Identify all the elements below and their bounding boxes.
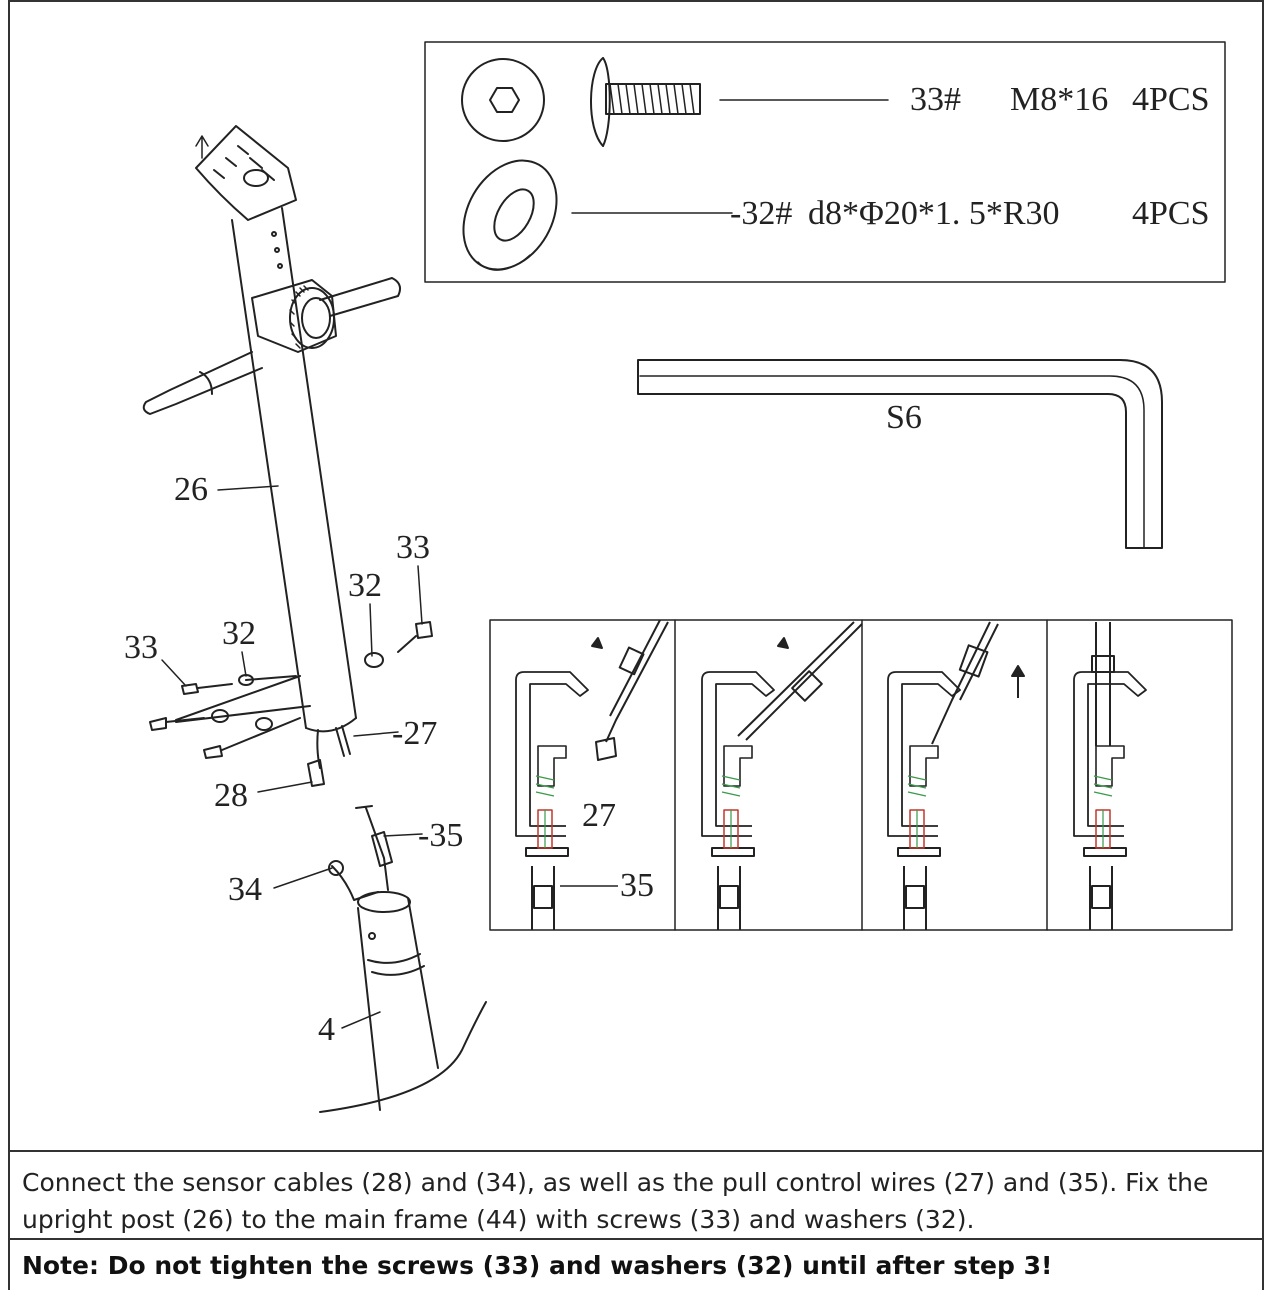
diagram-frame: [8, 0, 1264, 1290]
allen-key-label: S6: [886, 399, 922, 436]
part-32-spec: d8*Φ20*1. 5*R30: [808, 195, 1060, 232]
panel-callout-35: 35: [620, 867, 654, 904]
callout-33-right: 33: [396, 529, 430, 566]
cable-step-panel-2: [701, 621, 863, 930]
part-33-code: 33#: [910, 81, 961, 118]
part-33-spec: M8*16: [1010, 81, 1108, 118]
callout-27: -27: [392, 715, 437, 752]
parts-box: [424, 41, 1226, 283]
allen-key-s6-icon: [637, 359, 1163, 549]
cable-step-panel-1: [515, 619, 669, 930]
callout-4: 4: [318, 1011, 335, 1048]
cable-step-panel-4: [1073, 622, 1147, 930]
callout-32-left: 32: [222, 615, 256, 652]
panel-callout-27: 27: [582, 797, 616, 834]
callout-35: -35: [418, 817, 463, 854]
cable-step-panel-3: [887, 621, 1025, 930]
callout-leaders: [161, 485, 423, 1029]
part-33-qty: 4PCS: [1132, 81, 1210, 118]
callout-28: 28: [214, 777, 248, 814]
callout-34: 34: [228, 871, 262, 908]
callout-26: 26: [174, 471, 208, 508]
cable-step-panels: [489, 619, 1233, 931]
upright-post-drawing: [142, 125, 487, 1113]
screw-33-icon: [461, 57, 889, 147]
instruction-note: Note: Do not tighten the screws (33) and…: [10, 1238, 1262, 1290]
washer-32-icon: [462, 159, 733, 271]
instruction-caption: Connect the sensor cables (28) and (34),…: [10, 1150, 1262, 1238]
part-32-code: -32#: [730, 195, 792, 232]
part-32-qty: 4PCS: [1132, 195, 1210, 232]
callout-33-left: 33: [124, 629, 158, 666]
assembly-drawing: 33# M8*16 4PCS -32# d8*Φ20*1. 5*R30 4PCS…: [124, 41, 1233, 1113]
callout-32-right: 32: [348, 567, 382, 604]
